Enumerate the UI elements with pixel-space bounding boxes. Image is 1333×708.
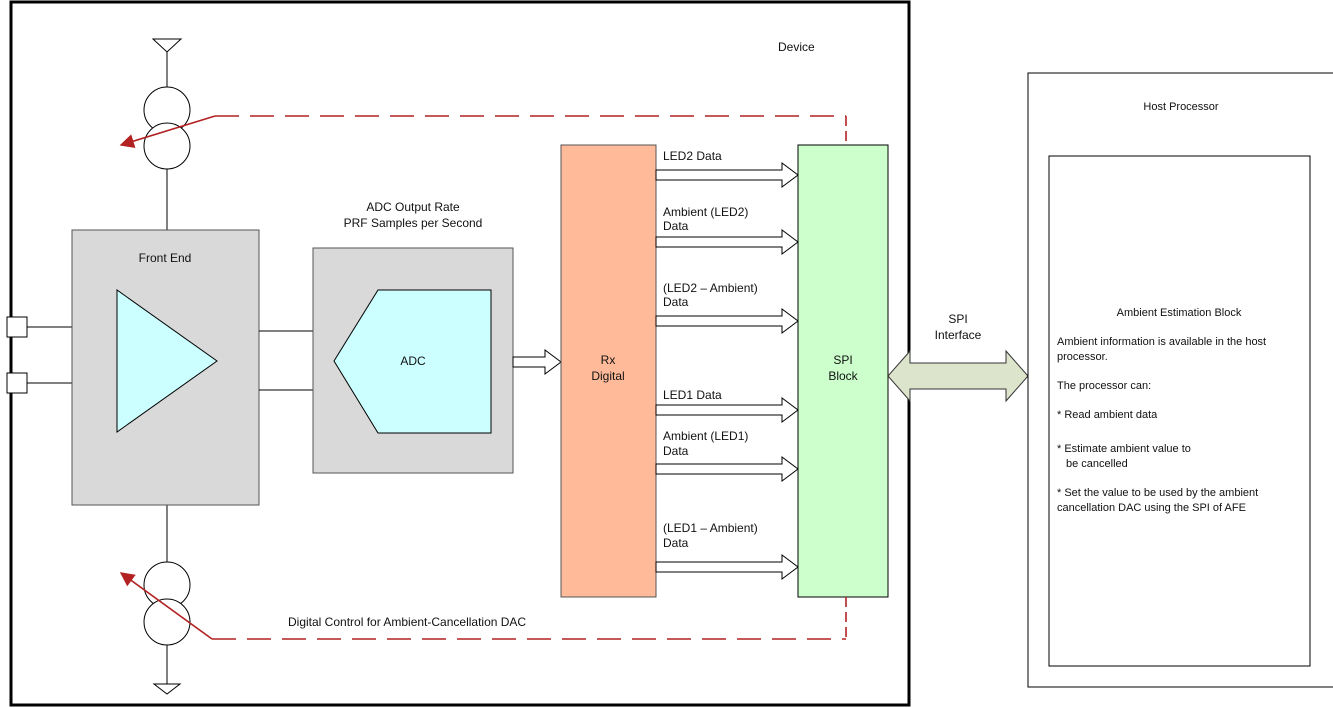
data-label-led1-minus-ambient: (LED1 – Ambient) [663,521,758,535]
data-arrow-led1 [655,397,799,423]
supply-triangle-icon [151,38,183,53]
spi-interface-line1: SPI [948,312,967,326]
input-pin-1 [6,316,28,338]
ambient-estimation-box [1048,155,1311,667]
host-item-estimate: * Estimate ambient value to [1057,443,1191,455]
data-arrow-ambient-led2 [655,229,799,255]
rx-digital-block [560,144,657,598]
host-can-label: The processor can: [1057,380,1151,392]
data-label-led1: LED1 Data [663,388,722,402]
adc-rate-line1: ADC Output Rate [366,200,460,214]
digital-control-label: Digital Control for Ambient-Cancellation… [288,615,526,629]
host-item-set-b: cancellation DAC using the SPI of AFE [1057,502,1246,514]
spi-interface-line2: Interface [935,328,982,342]
data-label-led2: LED2 Data [663,149,722,163]
input-pin-2 [6,372,28,394]
data-label-ambient-led2: Ambient (LED2) [663,205,748,219]
front-end-label: Front End [139,251,192,265]
spi-block-line2: Block [828,369,858,383]
spi-block-line1: SPI [833,353,852,367]
rx-digital-line1: Rx [601,353,616,367]
data-arrow-led1-minus-ambient [655,554,799,580]
control-arrow-bottom [119,572,213,640]
host-item-estimate-b: be cancelled [1066,458,1128,470]
adc-shape [333,289,492,434]
host-item-read: * Read ambient data [1057,409,1158,421]
host-item-set: * Set the value to be used by the ambien… [1057,487,1258,499]
data-arrow-led2 [655,162,799,188]
amplifier-triangle-icon [116,289,218,433]
spi-interface-arrow [887,349,1029,403]
host-info-line2: processor. [1057,351,1108,363]
adc-to-rx-arrow [512,349,562,375]
adc-rate-line2: PRF Samples per Second [344,216,483,230]
data-label-ambient-led1: Ambient (LED1) [663,429,748,443]
data-label-led1-minus-ambient-b: Data [663,536,689,550]
data-label-ambient-led2-b: Data [663,219,689,233]
data-label-led2-minus-ambient: (LED2 – Ambient) [663,281,758,295]
data-label-led2-minus-ambient-b: Data [663,295,689,309]
ground-triangle-icon [152,683,182,695]
host-info-line1: Ambient information is available in the … [1057,336,1266,348]
host-processor-title: Host Processor [1143,101,1219,113]
control-arrow-top [119,115,216,149]
data-label-ambient-led1-b: Data [663,444,689,458]
spi-block [797,144,889,598]
current-source-top-icon-b [143,122,191,170]
rx-digital-line2: Digital [591,369,624,383]
data-arrow-led2-minus-ambient [655,308,799,334]
adc-label: ADC [400,354,426,368]
device-label: Device [778,40,815,54]
data-arrow-ambient-led1 [655,456,799,482]
ambient-estimation-title: Ambient Estimation Block [1117,307,1242,319]
